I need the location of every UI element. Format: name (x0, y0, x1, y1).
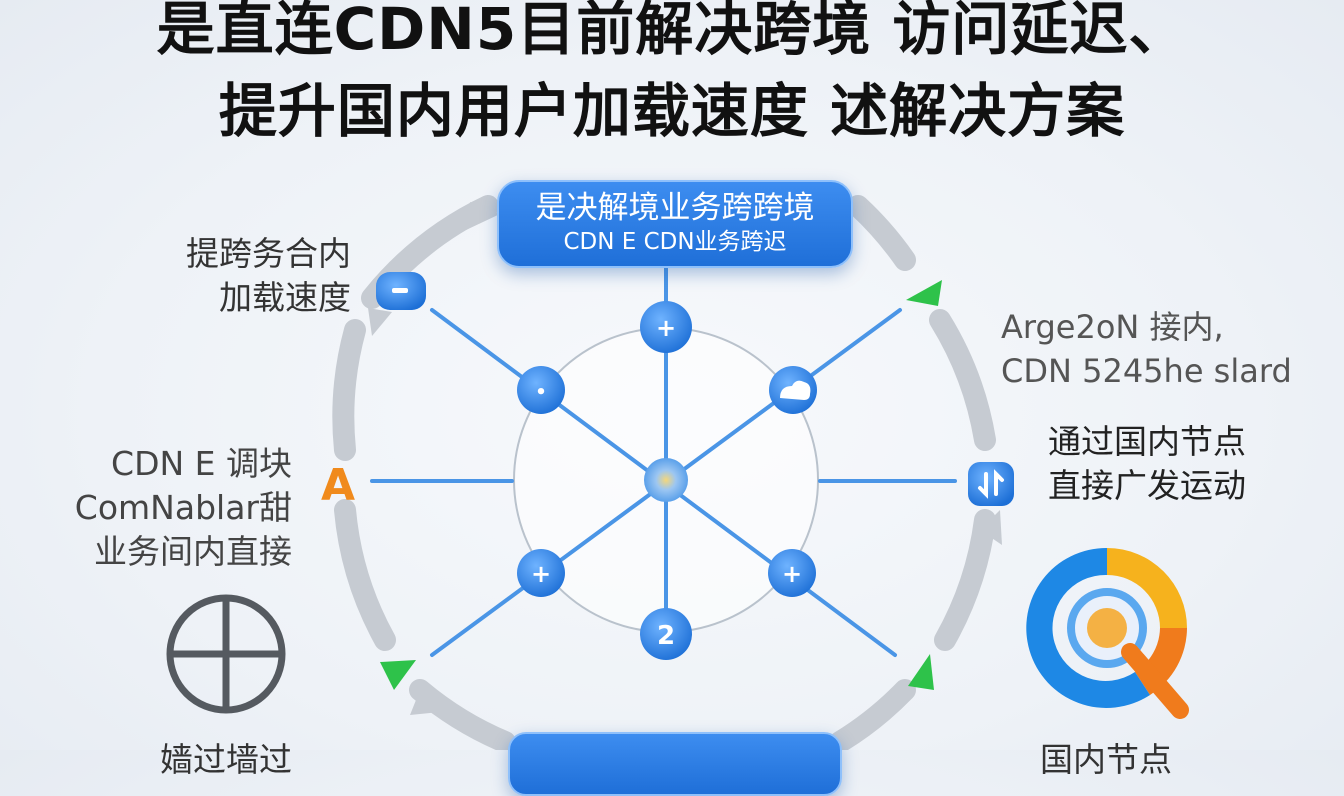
ring-arc-bottom-left (409, 679, 516, 750)
label-right-mid-line-2: 直接广发运动 (1048, 466, 1246, 505)
ring-arrowhead-top-left (466, 202, 500, 230)
label-right-top-line-2: CDN 5245he slard (1001, 352, 1292, 390)
ring-arc-right-upper (929, 309, 996, 451)
ring-arc-top-right (847, 195, 916, 271)
label-right-top: Arge2oN 接内, CDN 5245he slard (1001, 305, 1292, 393)
node-upper-left (517, 366, 565, 414)
center-hub (644, 458, 688, 502)
ring-arrowhead-left (368, 308, 392, 336)
node-bottom (640, 608, 692, 660)
node-upper-left-label: • (535, 382, 547, 403)
globe-cross-icon (166, 594, 286, 714)
label-right-top-line-1: Arge2oN 接内, (1001, 308, 1224, 346)
minus-badge-icon (376, 272, 426, 310)
label-top-left: 提跨务合内 加载速度 (186, 232, 351, 320)
label-bottom-left: 嫱过墙过 (160, 740, 292, 779)
title-line-2: 提升国内用户加载速度 述解决方案 (218, 77, 1126, 145)
node-lower-right (768, 549, 816, 597)
ring-arc-left-upper (332, 319, 366, 461)
node-bottom-label: 2 (657, 621, 675, 651)
spoke-nodes (517, 301, 817, 660)
letter-a-icon: A (321, 460, 355, 511)
node-top-label: + (656, 314, 676, 342)
top-pill-line-1: 是决解境业务跨跨境 (535, 190, 815, 226)
label-top-left-line-1: 提跨务合内 (186, 234, 351, 273)
magnifier-chart-icon (1026, 547, 1189, 719)
ring-arc-left-lower (334, 499, 396, 651)
green-arrow-bottom-right (908, 654, 934, 690)
label-right-mid-line-1: 通过国内节点 (1048, 422, 1246, 461)
ring-arc-right-lower (934, 509, 996, 651)
green-arrow-top-right (906, 280, 942, 306)
cdn-hub-diagram: + • + + 2 A (166, 195, 1189, 750)
label-top-left-line-2: 加载速度 (219, 278, 351, 317)
node-lower-left (517, 549, 565, 597)
title-line-1: 是直连CDN5目前解决跨境 访问延迟、 (156, 0, 1188, 63)
node-lower-right-label: + (782, 560, 802, 588)
label-mid-left-line-1: CDN E 调块 (111, 444, 292, 483)
bottom-pill (508, 732, 842, 796)
sync-badge-icon (968, 462, 1014, 506)
green-arrow-bottom-left (380, 660, 416, 690)
ring-arc-bottom-right (829, 679, 916, 750)
label-mid-left-line-2: ComNablar甜 (74, 488, 292, 527)
label-mid-left-line-3: 业务间内直接 (94, 532, 292, 571)
ring-arrowhead-right (980, 510, 1002, 545)
node-top (640, 301, 692, 353)
cloud-icon (780, 380, 811, 400)
top-pill-line-2: CDN E CDN业务跨迟 (563, 229, 787, 255)
top-solution-pill: 是决解境业务跨跨境 CDN E CDN业务跨迟 (497, 180, 853, 268)
node-lower-left-label: + (531, 560, 551, 588)
label-bottom-right: 国内节点 (1040, 740, 1172, 779)
ring-arrowhead-bottom-left (410, 690, 440, 715)
label-mid-left: CDN E 调块 ComNablar甜 业务间内直接 (75, 442, 292, 574)
label-right-mid: 通过国内节点 直接广发运动 (1048, 420, 1246, 508)
